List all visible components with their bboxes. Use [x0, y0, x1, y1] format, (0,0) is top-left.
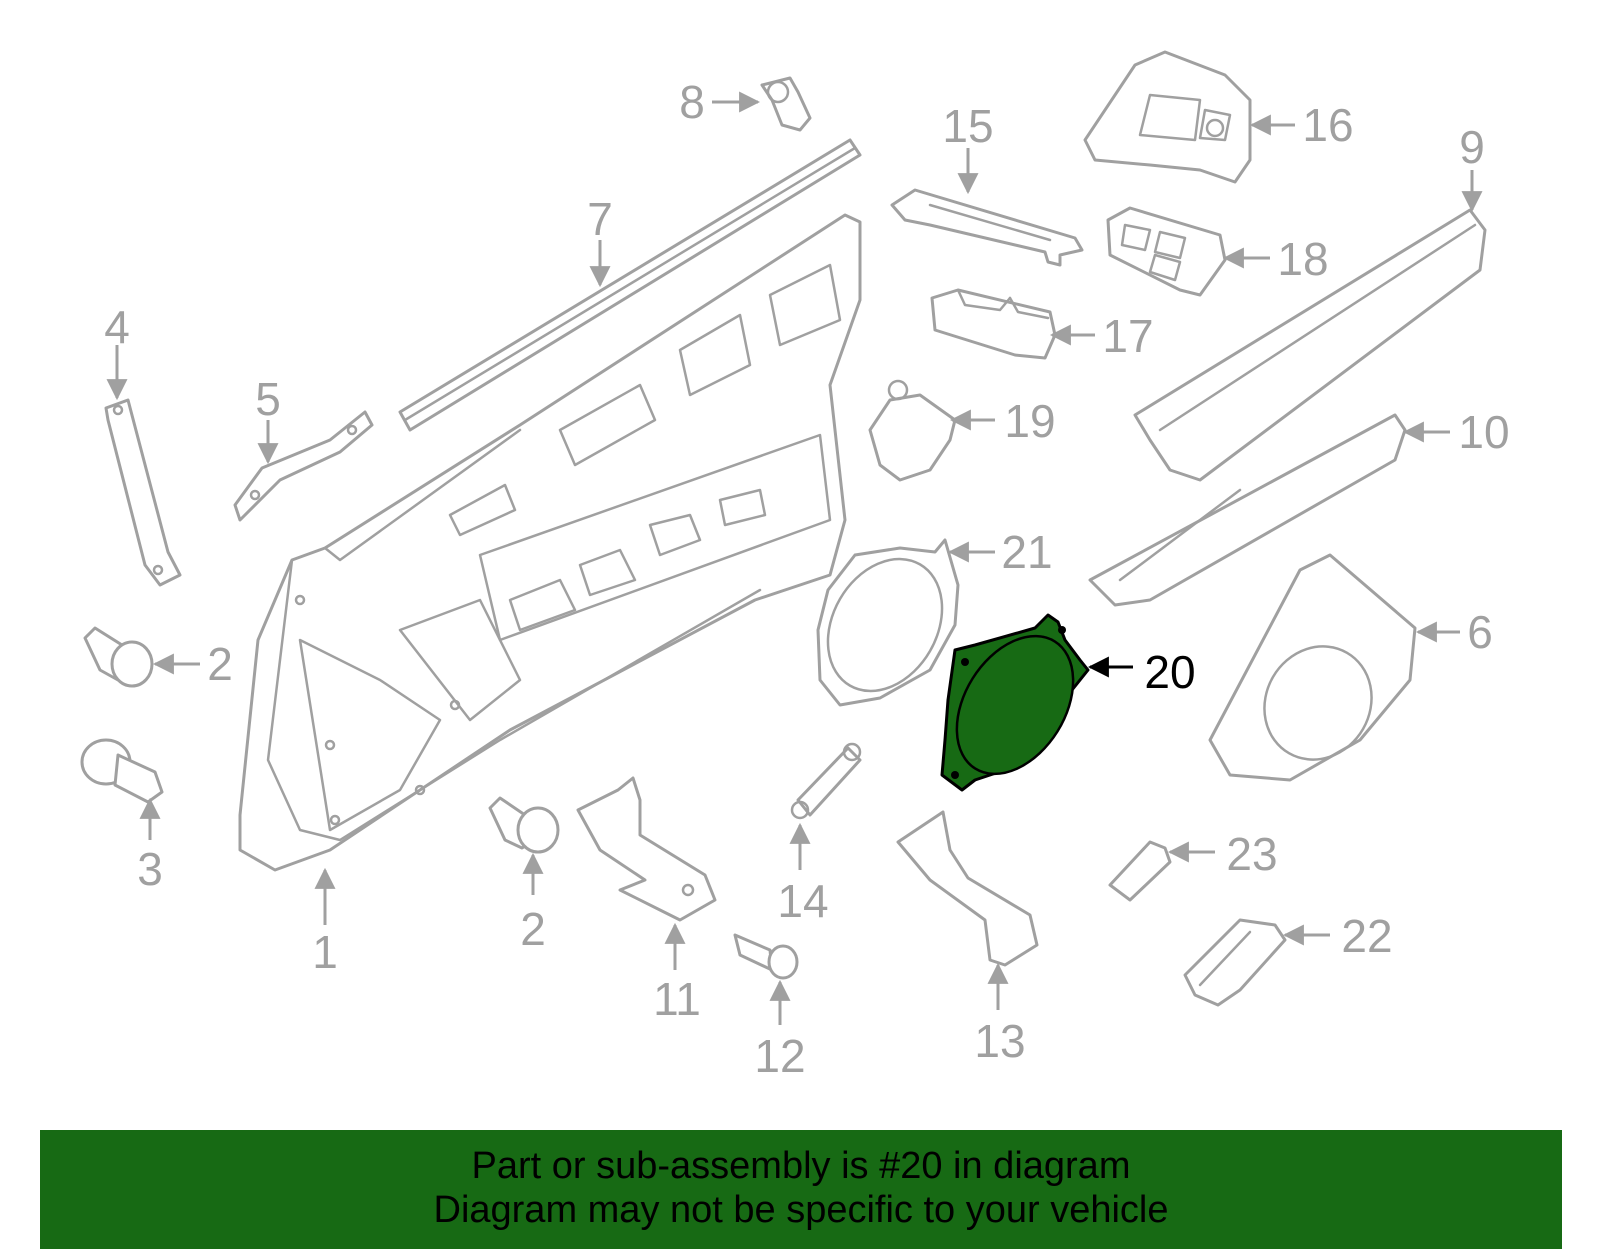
upper-trim-part: [1133, 208, 1487, 482]
light-housing-part: [1183, 918, 1287, 1007]
callout-3: 3: [137, 843, 163, 895]
info-banner: Part or sub-assembly is #20 in diagram D…: [40, 1130, 1562, 1249]
callout-2a: 2: [207, 638, 233, 690]
callout-16: 16: [1302, 99, 1353, 151]
callout-21: 21: [1001, 526, 1052, 578]
pull-handle-bracket-part: [104, 398, 182, 587]
speaker-bracket-part: [816, 538, 960, 707]
switch-part-17: [930, 288, 1057, 360]
switch-part-19: [868, 379, 957, 482]
callout-15: 15: [942, 100, 993, 152]
speaker-part-highlighted: [940, 613, 1090, 792]
weatherstrip-part: [398, 138, 862, 432]
callout-19: 19: [1004, 395, 1055, 447]
callout-5: 5: [255, 373, 281, 425]
door-trim-panel-part: [238, 213, 862, 872]
callout-9: 9: [1459, 121, 1485, 173]
callout-22: 22: [1341, 910, 1392, 962]
callout-1: 1: [312, 926, 338, 978]
callout-7: 7: [587, 193, 613, 245]
callout-23: 23: [1226, 828, 1277, 880]
inner-bracket-part: [576, 776, 717, 922]
banner-line-2: Diagram may not be specific to your vehi…: [433, 1189, 1169, 1231]
bulb-part: [1108, 840, 1172, 902]
callout-13: 13: [974, 1015, 1025, 1067]
callout-20: 20: [1144, 646, 1195, 698]
callout-6: 6: [1467, 606, 1493, 658]
callout-8: 8: [679, 76, 705, 128]
callout-11: 11: [653, 973, 701, 1025]
banner-line-1: Part or sub-assembly is #20 in diagram: [471, 1145, 1131, 1187]
callout-4: 4: [104, 301, 130, 353]
callout-17: 17: [1102, 310, 1153, 362]
callout-14: 14: [777, 875, 828, 927]
callout-2b: 2: [520, 903, 546, 955]
clip-part-8: [760, 76, 812, 132]
clip-part-2b: [488, 796, 560, 854]
pin-part: [790, 742, 862, 820]
duct-part: [896, 810, 1039, 967]
bracket-part-5: [233, 410, 374, 522]
clip-part-2a: [83, 626, 154, 688]
master-switch-cover-part: [1083, 50, 1252, 184]
lower-trim-part: [1088, 413, 1407, 607]
speaker-grille-part: [1208, 553, 1417, 782]
screw-clip-part: [80, 738, 164, 804]
switch-bezel-part: [890, 188, 1084, 267]
callout-18: 18: [1277, 233, 1328, 285]
callout-12: 12: [754, 1030, 805, 1082]
window-switch-part: [1106, 206, 1227, 297]
callout-10: 10: [1458, 406, 1509, 458]
screw-part: [733, 933, 799, 980]
